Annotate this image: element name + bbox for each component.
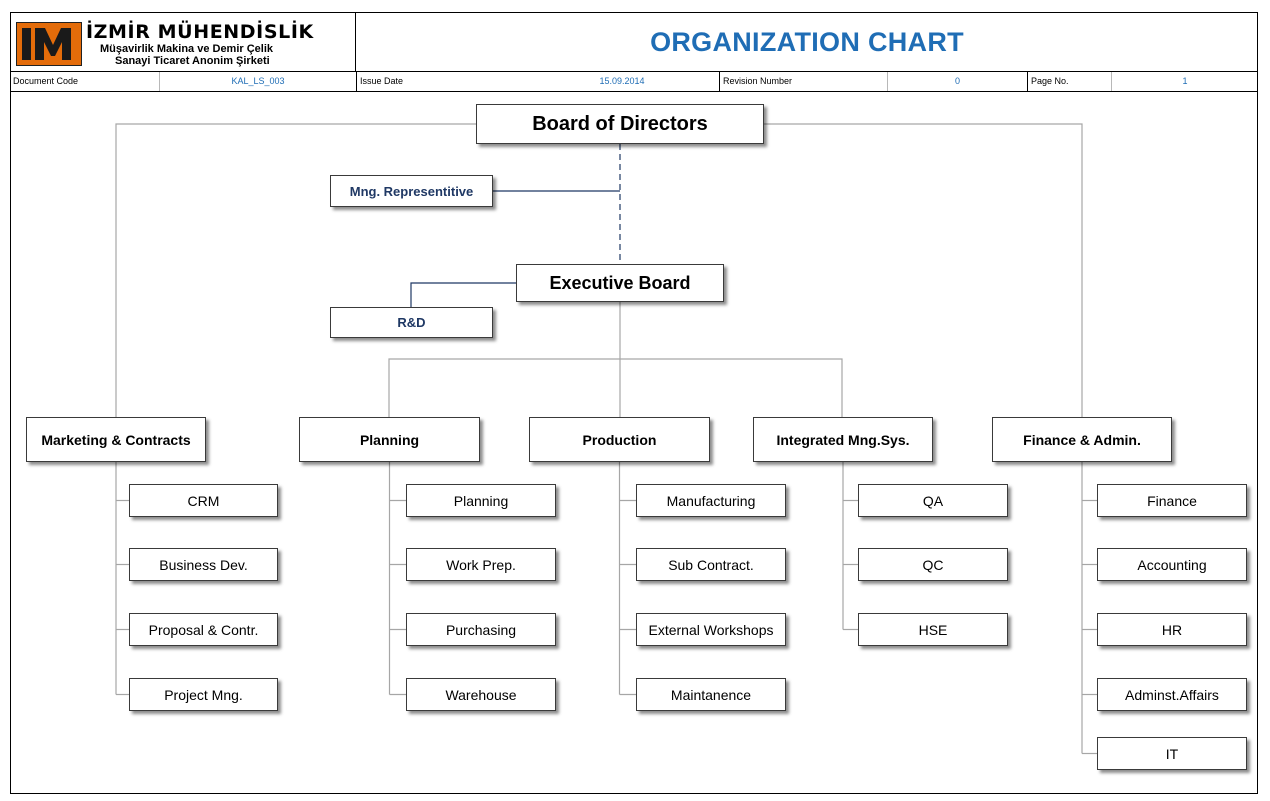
meta-divider bbox=[356, 71, 357, 92]
unit-box-maintanence: Maintanence bbox=[636, 678, 786, 711]
department-box-marketing: Marketing & Contracts bbox=[26, 417, 206, 462]
unit-box-planning: Planning bbox=[406, 484, 556, 517]
unit-box-hse: HSE bbox=[858, 613, 1008, 646]
meta-divider-light bbox=[1111, 72, 1112, 91]
page-number-label: Page No. bbox=[1031, 76, 1069, 86]
revision-number-label: Revision Number bbox=[723, 76, 793, 86]
department-box-planning: Planning bbox=[299, 417, 480, 462]
unit-box-external-workshops: External Workshops bbox=[636, 613, 786, 646]
unit-box-hr: HR bbox=[1097, 613, 1247, 646]
issue-date-label: Issue Date bbox=[360, 76, 404, 86]
document-code-value: KAL_LS_003 bbox=[231, 76, 285, 86]
unit-box-purchasing: Purchasing bbox=[406, 613, 556, 646]
unit-box-qc: QC bbox=[858, 548, 1008, 581]
department-box-production: Production bbox=[529, 417, 710, 462]
company-subtitle-line1: Müşavirlik Makina ve Demir Çelik bbox=[100, 43, 274, 55]
department-box-finance-admin: Finance & Admin. bbox=[992, 417, 1172, 462]
department-box-integrated-mng-sys: Integrated Mng.Sys. bbox=[753, 417, 933, 462]
unit-box-finance: Finance bbox=[1097, 484, 1247, 517]
executive-board-box: Executive Board bbox=[516, 264, 724, 302]
unit-box-work-prep: Work Prep. bbox=[406, 548, 556, 581]
company-name: İZMİR MÜHENDİSLİK bbox=[86, 21, 314, 43]
unit-box-warehouse: Warehouse bbox=[406, 678, 556, 711]
unit-box-business-dev: Business Dev. bbox=[129, 548, 278, 581]
revision-number-value: 0 bbox=[954, 76, 960, 86]
unit-box-sub-contract: Sub Contract. bbox=[636, 548, 786, 581]
page-title: ORGANIZATION CHART bbox=[650, 26, 964, 57]
unit-box-project-mng: Project Mng. bbox=[129, 678, 278, 711]
rnd-box: R&D bbox=[330, 307, 493, 338]
meta-divider bbox=[1027, 71, 1028, 92]
unit-box-crm: CRM bbox=[129, 484, 278, 517]
issue-date-value: 15.09.2014 bbox=[599, 76, 645, 86]
unit-box-manufacturing: Manufacturing bbox=[636, 484, 786, 517]
company-logo-icon bbox=[16, 22, 82, 66]
company-subtitle-line2: Sanayi Ticaret Anonim Şirketi bbox=[115, 55, 270, 67]
unit-box-proposal-contr: Proposal & Contr. bbox=[129, 613, 278, 646]
board-of-directors-box: Board of Directors bbox=[476, 104, 764, 144]
unit-box-it: IT bbox=[1097, 737, 1247, 770]
document-code-label: Document Code bbox=[13, 76, 79, 86]
page-number-value: 1 bbox=[1182, 76, 1188, 86]
unit-box-adminst-affairs: Adminst.Affairs bbox=[1097, 678, 1247, 711]
meta-divider-light bbox=[159, 72, 160, 91]
document-meta-row bbox=[10, 71, 1258, 92]
company-logo-block: İZMİR MÜHENDİSLİK Müşavirlik Makina ve D… bbox=[10, 12, 356, 72]
meta-divider-light bbox=[887, 72, 888, 91]
unit-box-qa: QA bbox=[858, 484, 1008, 517]
meta-divider bbox=[719, 71, 720, 92]
unit-box-accounting: Accounting bbox=[1097, 548, 1247, 581]
mng-representative-box: Mng. Representitive bbox=[330, 175, 493, 207]
